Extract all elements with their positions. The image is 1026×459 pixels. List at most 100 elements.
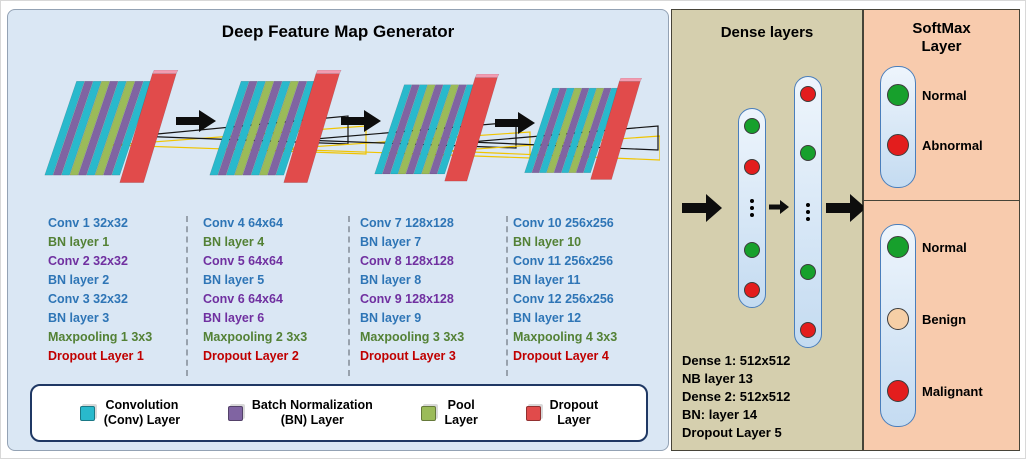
layer-line: Dropout Layer 2 xyxy=(203,349,299,363)
feature-blocks-row xyxy=(18,52,660,210)
dense-note-line: BN: layer 14 xyxy=(682,407,758,422)
layer-line: BN layer 5 xyxy=(203,273,265,287)
dense-node xyxy=(800,86,816,102)
layer-type-legend: Convolution (Conv) Layer Batch Normaliza… xyxy=(30,384,648,442)
dense-node-cell xyxy=(800,144,816,161)
flow-arrow-icon xyxy=(176,110,216,132)
layer-line: BN layer 1 xyxy=(48,235,110,249)
dense-node-cell xyxy=(744,118,760,134)
legend-item: Convolution (Conv) Layer xyxy=(79,398,181,428)
feature-block-2 xyxy=(209,70,342,184)
softmax-title-text: SoftMax Layer xyxy=(912,20,971,55)
class-label: Normal xyxy=(922,239,967,255)
section-divider xyxy=(864,200,1019,201)
dense-node xyxy=(744,282,760,298)
class-label: Abnormal xyxy=(922,137,983,153)
dense-node xyxy=(744,241,760,258)
layer-line: Conv 4 64x64 xyxy=(203,216,283,230)
class-row: Normal xyxy=(887,236,983,258)
dense-node-cell xyxy=(744,158,760,175)
legend-item: Batch Normalization (BN) Layer xyxy=(227,398,373,428)
feature-generator-panel: Deep Feature Map Generator C xyxy=(7,9,669,451)
layer-line: Conv 8 128x128 xyxy=(360,254,454,268)
layer-line: BN layer 10 xyxy=(513,235,582,249)
dense-layers-panel: Dense layers xyxy=(671,9,866,451)
class-node xyxy=(887,380,909,402)
dense-node xyxy=(800,144,816,161)
softmax-title: SoftMax Layer xyxy=(864,20,1019,56)
class-node xyxy=(887,134,909,156)
dense-node-cell xyxy=(750,199,754,217)
layer-line: Conv 6 64x64 xyxy=(203,292,283,306)
layer-line: BN layer 12 xyxy=(513,311,582,325)
dense-layer-2 xyxy=(794,76,822,348)
dense-node-cell xyxy=(744,282,760,298)
dense-node-cell xyxy=(800,86,816,102)
dense-node-cell xyxy=(806,203,810,221)
dense-node-cell xyxy=(800,322,816,338)
layer-line: Dropout Layer 1 xyxy=(48,349,144,363)
class-row: Benign xyxy=(887,308,983,330)
legend-swatch xyxy=(227,405,243,421)
dense-node xyxy=(744,118,760,134)
layer-line: Maxpooling 1 3x3 xyxy=(48,330,153,344)
feature-block-1 xyxy=(44,70,179,184)
flow-arrow-icon xyxy=(341,110,381,132)
class-node xyxy=(887,308,909,330)
layer-line: Dropout Layer 3 xyxy=(360,349,456,363)
dense-note-line: Dense 2: 512x512 xyxy=(682,389,791,404)
legend-label: Dropout Layer xyxy=(549,398,599,427)
layer-line: Maxpooling 3 3x3 xyxy=(360,330,465,344)
layer-line: Conv 2 32x32 xyxy=(48,254,128,268)
layer-line: Conv 1 32x32 xyxy=(48,216,128,230)
class-label: Benign xyxy=(922,311,967,327)
binary-class-list: Normal Abnormal xyxy=(887,84,983,156)
layer-line: Conv 12 256x256 xyxy=(513,292,614,306)
dense-node-cell xyxy=(744,241,760,258)
layer-line: Dropout Layer 4 xyxy=(513,349,609,363)
layer-line: Conv 3 32x32 xyxy=(48,292,128,306)
class-row: Malignant xyxy=(887,380,983,402)
layer-line: Conv 7 128x128 xyxy=(360,216,454,230)
dense-layer-1 xyxy=(738,108,766,308)
class-label: Normal xyxy=(922,87,967,103)
layer-line: Conv 5 64x64 xyxy=(203,254,283,268)
dense-node xyxy=(744,158,760,175)
column-divider xyxy=(186,216,188,376)
class-label: Malignant xyxy=(922,383,983,399)
dense-node xyxy=(750,199,754,203)
binary-output-pill xyxy=(880,66,916,188)
class-row: Normal xyxy=(887,84,983,106)
layer-line: BN layer 11 xyxy=(513,273,581,287)
legend-label: Batch Normalization (BN) Layer xyxy=(251,398,373,427)
layer-line: BN layer 3 xyxy=(48,311,110,325)
layer-line: BN layer 7 xyxy=(360,235,422,249)
dense-node-cell xyxy=(800,263,816,280)
legend-item: Dropout Layer xyxy=(525,398,599,428)
layer-line: BN layer 8 xyxy=(360,273,422,287)
dense-node xyxy=(800,263,816,280)
flow-arrow-icon xyxy=(495,112,535,134)
layer-line: BN layer 2 xyxy=(48,273,110,287)
layer-line: Maxpooling 2 3x3 xyxy=(203,330,308,344)
multi-class-list: Normal Benign Malignant xyxy=(887,236,983,402)
input-arrow-icon xyxy=(682,194,722,222)
legend-swatch xyxy=(79,405,95,421)
layer-line: Maxpooling 4 3x3 xyxy=(513,330,618,344)
dense-node xyxy=(800,322,816,338)
layer-line: Conv 10 256x256 xyxy=(513,216,614,230)
feature-block-3 xyxy=(374,74,500,182)
softmax-panel: SoftMax Layer Normal Abnormal xyxy=(863,9,1020,451)
output-arrow-icon xyxy=(826,194,866,222)
generator-title: Deep Feature Map Generator xyxy=(221,22,455,41)
class-row: Abnormal xyxy=(887,134,983,156)
class-node xyxy=(887,236,909,258)
legend-swatch xyxy=(420,405,436,421)
stage-1-layer-list: Conv 1 32x32 BN layer 1 Conv 2 32x32 BN lay… xyxy=(20,214,181,376)
dense-node xyxy=(806,203,810,207)
legend-label: Convolution (Conv) Layer xyxy=(103,398,181,427)
